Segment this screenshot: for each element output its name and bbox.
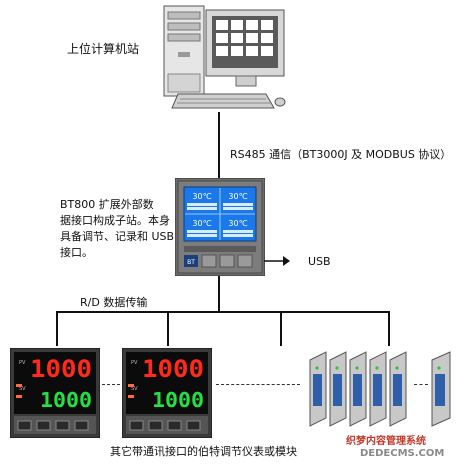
svg-text:PV: PV xyxy=(131,360,138,366)
controller-2-sv: 1000 xyxy=(152,388,204,412)
screen-value-1: 30℃ xyxy=(192,192,211,201)
link-bt800-bus xyxy=(218,276,220,312)
bottom-caption: 其它带通讯接口的伯特调节仪表或模块 xyxy=(110,445,297,458)
bt800-brand: BT xyxy=(187,259,195,266)
usb-arrow xyxy=(264,256,290,266)
controller-1-sv: 1000 xyxy=(40,388,92,412)
bus-horizontal xyxy=(56,311,390,313)
host-computer xyxy=(163,5,286,109)
bt800-desc-2: 据接口构成子站。本身 xyxy=(60,214,170,227)
controller-2: PV 1000 SV 1000 xyxy=(122,348,212,438)
usb-label: USB xyxy=(308,255,331,268)
bt800-device: 30℃ 30℃ 30℃ 30℃ BT xyxy=(175,178,265,276)
bus-drop-1 xyxy=(56,311,58,346)
link-host-bt800 xyxy=(218,112,220,178)
bt800-desc-4: 接口。 xyxy=(60,246,93,259)
screen-value-3: 30℃ xyxy=(192,219,211,228)
bus-drop-2 xyxy=(167,311,169,346)
host-label: 上位计算机站 xyxy=(67,42,140,56)
bus-drop-3 xyxy=(280,311,282,346)
svg-text:SV: SV xyxy=(19,386,26,392)
screen-value-4: 30℃ xyxy=(228,219,247,228)
dashed-connector-3 xyxy=(414,384,428,385)
bt800-desc-3: 具备调节、记录和 USB xyxy=(60,230,175,243)
watermark-line-2: DEDECMS.COM xyxy=(360,448,445,459)
bus-drop-4 xyxy=(388,311,390,346)
svg-text:SV: SV xyxy=(131,386,138,392)
controller-2-pv: 1000 xyxy=(142,355,204,383)
screen-value-2: 30℃ xyxy=(228,192,247,201)
watermark-line-1: 织梦内容管理系统 xyxy=(346,436,426,447)
rd-label: R/D 数据传输 xyxy=(80,296,148,309)
controller-1: PV 1000 SV 1000 xyxy=(10,348,100,438)
bt800-desc-1: BT800 扩展外部数 xyxy=(60,198,154,211)
controller-1-pv: 1000 xyxy=(30,355,92,383)
single-module xyxy=(431,351,451,427)
module-group xyxy=(309,351,407,427)
svg-text:PV: PV xyxy=(19,360,26,366)
dashed-connector-1 xyxy=(102,384,120,385)
dashed-connector-2 xyxy=(216,384,300,385)
rs485-label: RS485 通信（BT3000J 及 MODBUS 协议） xyxy=(230,148,452,161)
